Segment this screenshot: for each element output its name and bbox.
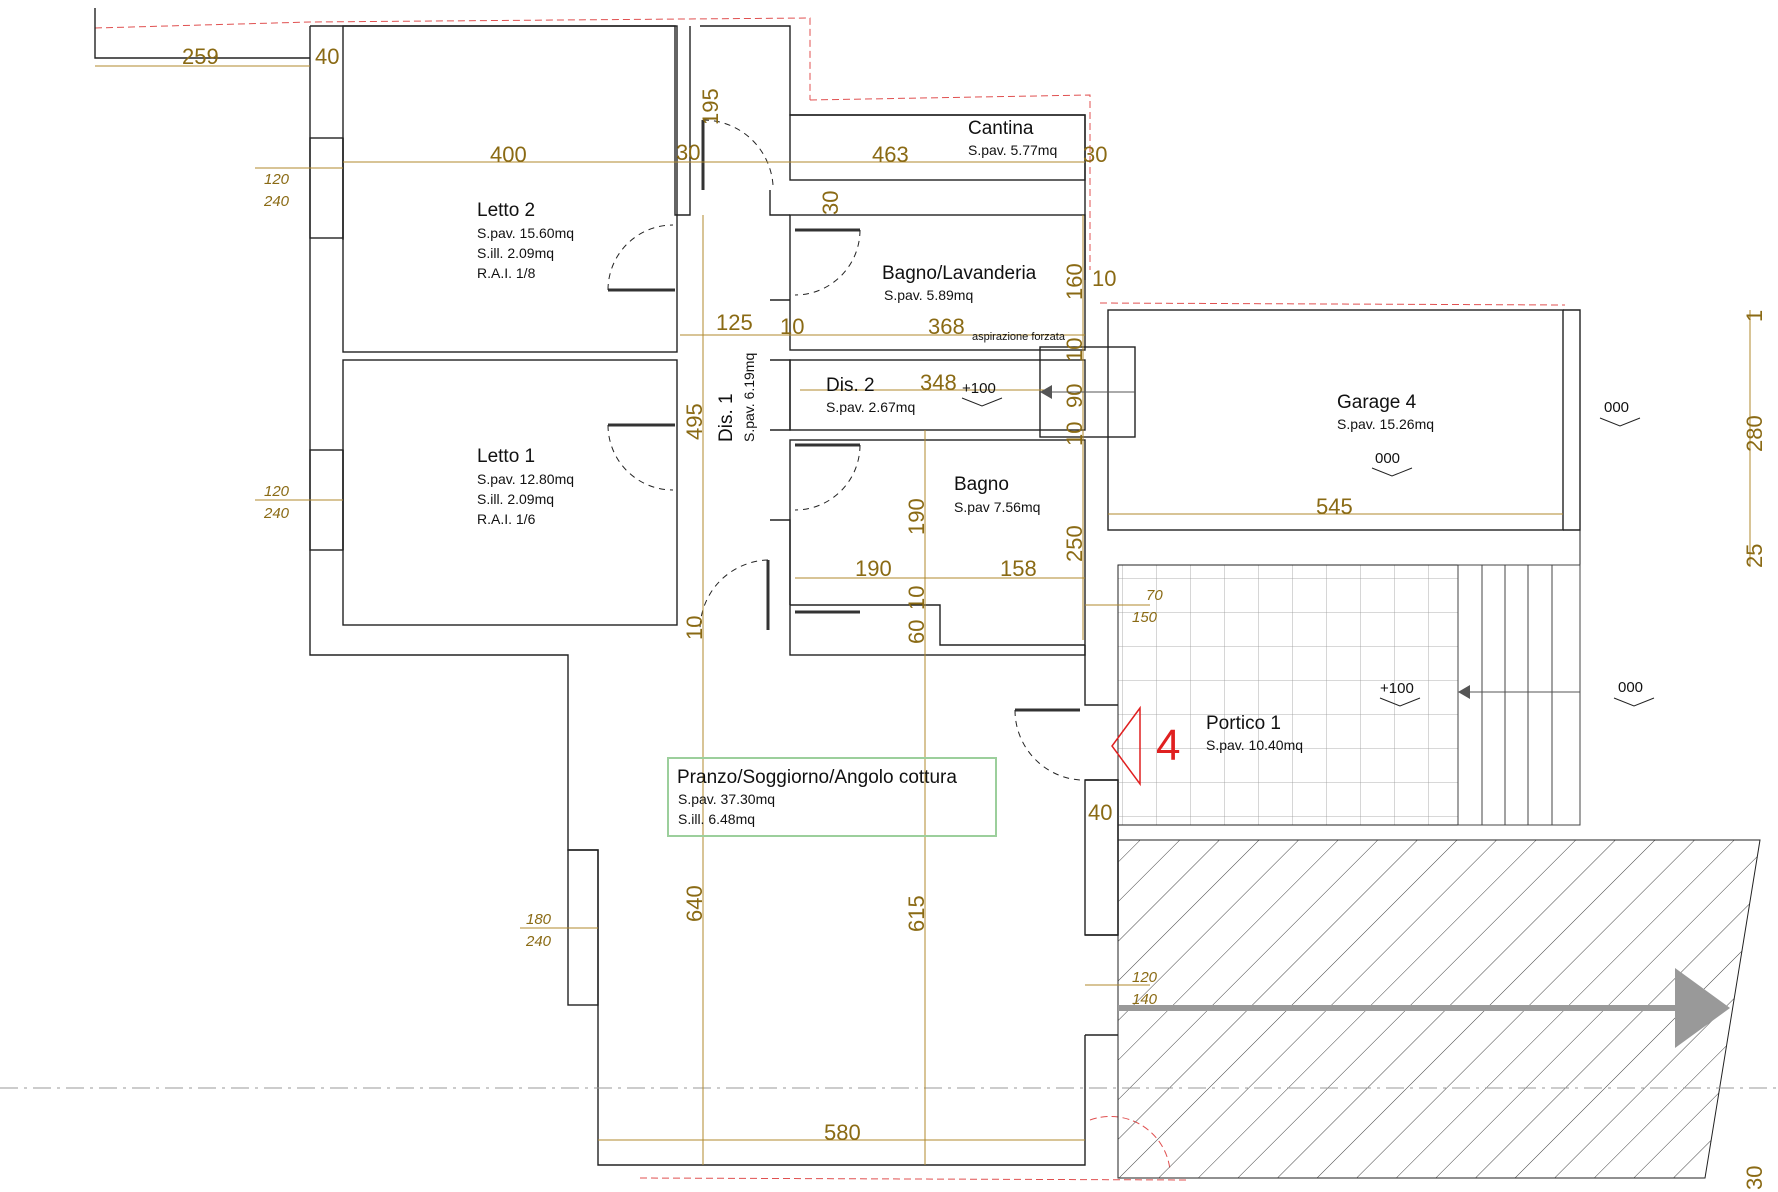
- room-labels: Letto 2 S.pav. 15.60mq S.ill. 2.09mq R.A…: [477, 118, 1434, 827]
- room-area-letto1: S.pav. 12.80mq: [477, 471, 574, 487]
- dim-580: 580: [824, 1120, 861, 1145]
- unit-number: 4: [1156, 721, 1180, 770]
- dim-60: 60: [904, 620, 929, 644]
- window-width-door: 150: [1132, 609, 1158, 626]
- level-markers: +100 000 000 +100 000: [961, 380, 1655, 707]
- room-name-portico: Portico 1: [1206, 713, 1281, 734]
- ventilation-note: aspirazione forzata: [972, 331, 1066, 343]
- room-area-bagno: S.pav 7.56mq: [954, 499, 1040, 515]
- dimension-labels: 259 40 400 30 195 463 30 30 10 160 125 1…: [182, 44, 1767, 1190]
- dim-545: 545: [1316, 494, 1353, 519]
- room-rai-letto1: R.A.I. 1/6: [477, 511, 536, 527]
- level-portico: +100: [1380, 680, 1414, 697]
- room-area-portico: S.pav. 10.40mq: [1206, 737, 1303, 753]
- room-light-letto2: S.ill. 2.09mq: [477, 245, 554, 261]
- room-area-bagno-lav: S.pav. 5.89mq: [884, 287, 973, 303]
- room-name-bagno: Bagno: [954, 474, 1009, 495]
- step-arrows: [1040, 385, 1580, 699]
- window-height-letto1: 120: [264, 483, 290, 500]
- room-name-garage: Garage 4: [1337, 392, 1417, 413]
- dim-10-d: 10: [1062, 422, 1087, 446]
- room-name-letto2: Letto 2: [477, 200, 535, 221]
- room-light-living: S.ill. 6.48mq: [678, 811, 755, 827]
- level-outside: 000: [1618, 679, 1643, 696]
- dim-25: 25: [1742, 544, 1767, 568]
- dim-10-b: 10: [780, 314, 804, 339]
- window-height-door: 70: [1146, 587, 1163, 604]
- room-name-bagno-lav: Bagno/Lavanderia: [882, 263, 1037, 284]
- door-swings: [607, 119, 1081, 781]
- boundary-lines: [94, 17, 1566, 1181]
- room-rai-letto2: R.A.I. 1/8: [477, 265, 536, 281]
- level-garage-outside: 000: [1604, 399, 1629, 416]
- dim-463: 463: [872, 142, 909, 167]
- dim-10-e: 10: [682, 616, 707, 640]
- dim-40-portico: 40: [1088, 800, 1112, 825]
- ramp-arrow: [1118, 968, 1730, 1048]
- room-name-dis2: Dis. 2: [826, 375, 875, 396]
- dim-259: 259: [182, 44, 219, 69]
- dim-90: 90: [1062, 384, 1087, 408]
- dim-160: 160: [1062, 263, 1087, 300]
- room-name-dis1: Dis. 1: [716, 393, 737, 442]
- window-width-letto2: 240: [263, 193, 290, 210]
- window-width-letto1: 240: [263, 505, 290, 522]
- level-dis2: +100: [962, 380, 996, 397]
- window-height-letto2: 120: [264, 171, 290, 188]
- dim-400: 400: [490, 142, 527, 167]
- dim-10-c: 10: [1062, 338, 1087, 362]
- dim-368: 368: [928, 314, 965, 339]
- portico-grid: [1117, 564, 1459, 826]
- room-name-letto1: Letto 1: [477, 446, 535, 467]
- dim-495: 495: [682, 403, 707, 440]
- stairs: [1457, 564, 1581, 826]
- dim-250: 250: [1062, 525, 1087, 562]
- door-leaves: [608, 120, 1080, 712]
- window-height-portico: 120: [1132, 969, 1158, 986]
- room-area-garage: S.pav. 15.26mq: [1337, 416, 1434, 432]
- room-area-living: S.pav. 37.30mq: [678, 791, 775, 807]
- window-width-living: 240: [525, 933, 552, 950]
- dim-30-bottom: 30: [1742, 1166, 1767, 1190]
- unit-marker: 4: [1111, 705, 1180, 787]
- dim-348: 348: [920, 370, 957, 395]
- dim-30-b: 30: [1083, 142, 1107, 167]
- dim-190-v: 190: [904, 498, 929, 535]
- window-width-portico: 140: [1132, 991, 1158, 1008]
- level-garage-inside: 000: [1375, 450, 1400, 467]
- dim-1: 1: [1742, 310, 1767, 322]
- dim-125: 125: [716, 310, 753, 335]
- dim-10-f: 10: [904, 586, 929, 610]
- room-area-cantina: S.pav. 5.77mq: [968, 142, 1057, 158]
- dim-30-a: 30: [676, 140, 700, 165]
- living-room-frame: [667, 757, 997, 837]
- room-area-dis2: S.pav. 2.67mq: [826, 399, 915, 415]
- dim-40-top: 40: [315, 44, 339, 69]
- dim-10-a: 10: [1092, 266, 1116, 291]
- dim-30-c: 30: [818, 191, 843, 215]
- room-light-letto1: S.ill. 2.09mq: [477, 491, 554, 507]
- dim-280: 280: [1742, 415, 1767, 452]
- dim-615: 615: [904, 895, 929, 932]
- dim-158: 158: [1000, 556, 1037, 581]
- room-name-cantina: Cantina: [968, 118, 1034, 139]
- window-height-living: 180: [526, 911, 552, 928]
- dim-195: 195: [698, 88, 723, 125]
- room-name-living: Pranzo/Soggiorno/Angolo cottura: [677, 767, 957, 788]
- room-area-dis1: S.pav. 6.19mq: [741, 353, 757, 442]
- walls: [94, 8, 1581, 1166]
- window-labels: 120 240 120 240 180 240 120 140 70 150: [263, 171, 1163, 1008]
- room-area-letto2: S.pav. 15.60mq: [477, 225, 574, 241]
- dim-640: 640: [682, 885, 707, 922]
- dim-190-h: 190: [855, 556, 892, 581]
- dimension-lines: [95, 65, 1751, 1165]
